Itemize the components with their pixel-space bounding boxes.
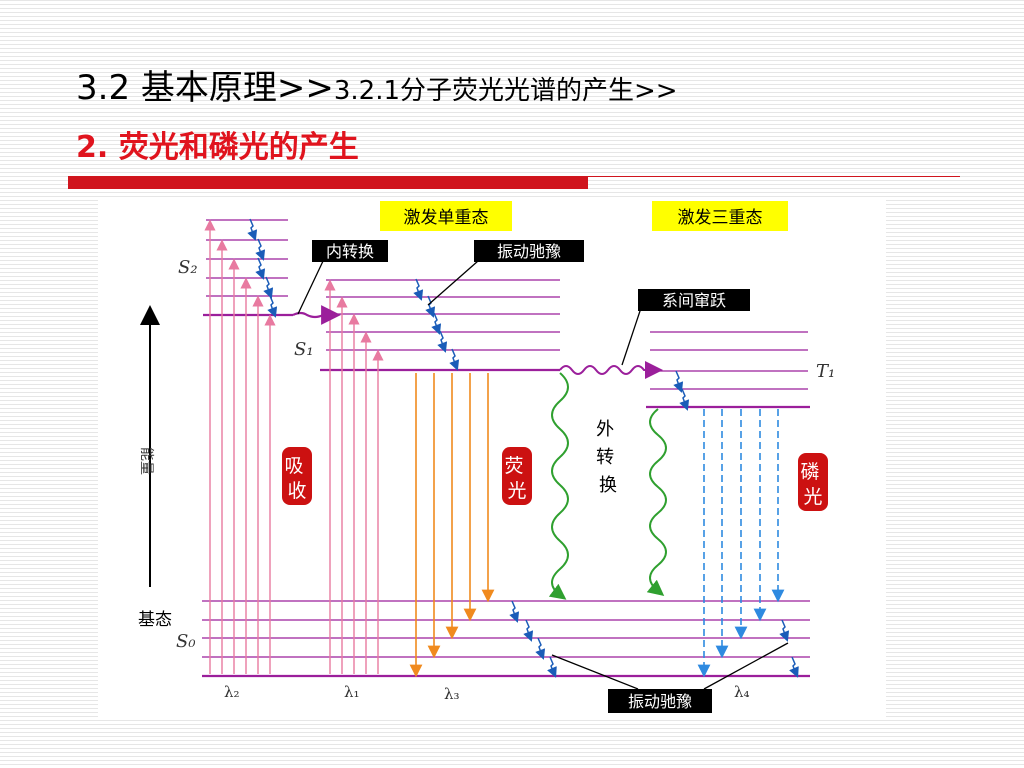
callout-lines	[297, 258, 789, 690]
external-conversion-wave-right	[646, 408, 667, 597]
wavelength-lambda4: λ₄	[734, 683, 750, 701]
internal-conversion-label-box	[312, 240, 388, 262]
absorption-arrows-s2	[204, 219, 276, 674]
diagram-svg: 能量 S₂ S₁ T₁ S₀ 基态	[138, 201, 835, 713]
phosphorescence-label: 磷 光	[800, 461, 825, 508]
s1-label: S₁	[294, 339, 314, 360]
vibrational-relaxation-top-label: 振动驰豫	[497, 242, 561, 261]
energy-axis-label: 能量	[138, 447, 154, 475]
title-main: 3.2 基本原理>>	[76, 68, 334, 108]
s0-label: S₀	[176, 631, 196, 652]
page-subtitle: 2. 荧光和磷光的产生	[76, 130, 359, 165]
t1-levels	[646, 331, 810, 409]
fluorescence-label: 荧 光	[504, 455, 529, 502]
wavelength-lambda3: λ₃	[444, 685, 460, 703]
phosphorescence-arrows	[697, 409, 785, 678]
s1-levels	[320, 279, 560, 372]
internal-conversion-label: 内转换	[326, 242, 374, 261]
s0-levels	[202, 600, 810, 678]
wavelength-lambda2: λ₂	[224, 683, 240, 701]
vibrational-relaxation-bottom-label: 振动驰豫	[628, 692, 692, 711]
absorption-arrows-s1	[324, 279, 384, 674]
vibrational-relaxation-top-box	[474, 240, 584, 262]
intersystem-crossing-box	[638, 289, 750, 311]
fluorescence-badge	[502, 447, 532, 505]
external-conversion-wave-left	[548, 372, 569, 600]
singlet-label: 激发单重态	[404, 208, 489, 228]
vibrational-relaxation-bottom-box	[608, 689, 712, 713]
singlet-label-box	[380, 201, 512, 231]
page-title: 3.2 基本原理>>3.2.1分子荧光光谱的产生>>	[76, 68, 678, 108]
ground-state-label: 基态	[138, 610, 172, 630]
title-underline-rule	[588, 176, 960, 177]
t1-label: T₁	[816, 361, 835, 382]
s2-label: S₂	[178, 257, 198, 278]
intersystem-crossing-label: 系间窜跃	[662, 291, 726, 310]
relaxation-arrows	[247, 218, 799, 678]
absorption-label: 吸 收	[284, 455, 309, 502]
title-sub: 3.2.1分子荧光光谱的产生>>	[333, 76, 678, 106]
triplet-label-box	[652, 201, 788, 231]
fluorescence-arrows	[409, 373, 495, 678]
s2-levels	[203, 219, 293, 317]
title-underline-bar	[68, 176, 588, 189]
external-conversion-label: 外 转 换	[596, 419, 620, 496]
intersystem-crossing-arrow	[559, 361, 663, 379]
jablonski-diagram: 能量 S₂ S₁ T₁ S₀ 基态	[98, 197, 886, 717]
absorption-badge	[282, 447, 312, 505]
triplet-label: 激发三重态	[678, 208, 763, 228]
phosphorescence-badge	[798, 453, 828, 511]
wavelength-lambda1: λ₁	[344, 683, 360, 701]
